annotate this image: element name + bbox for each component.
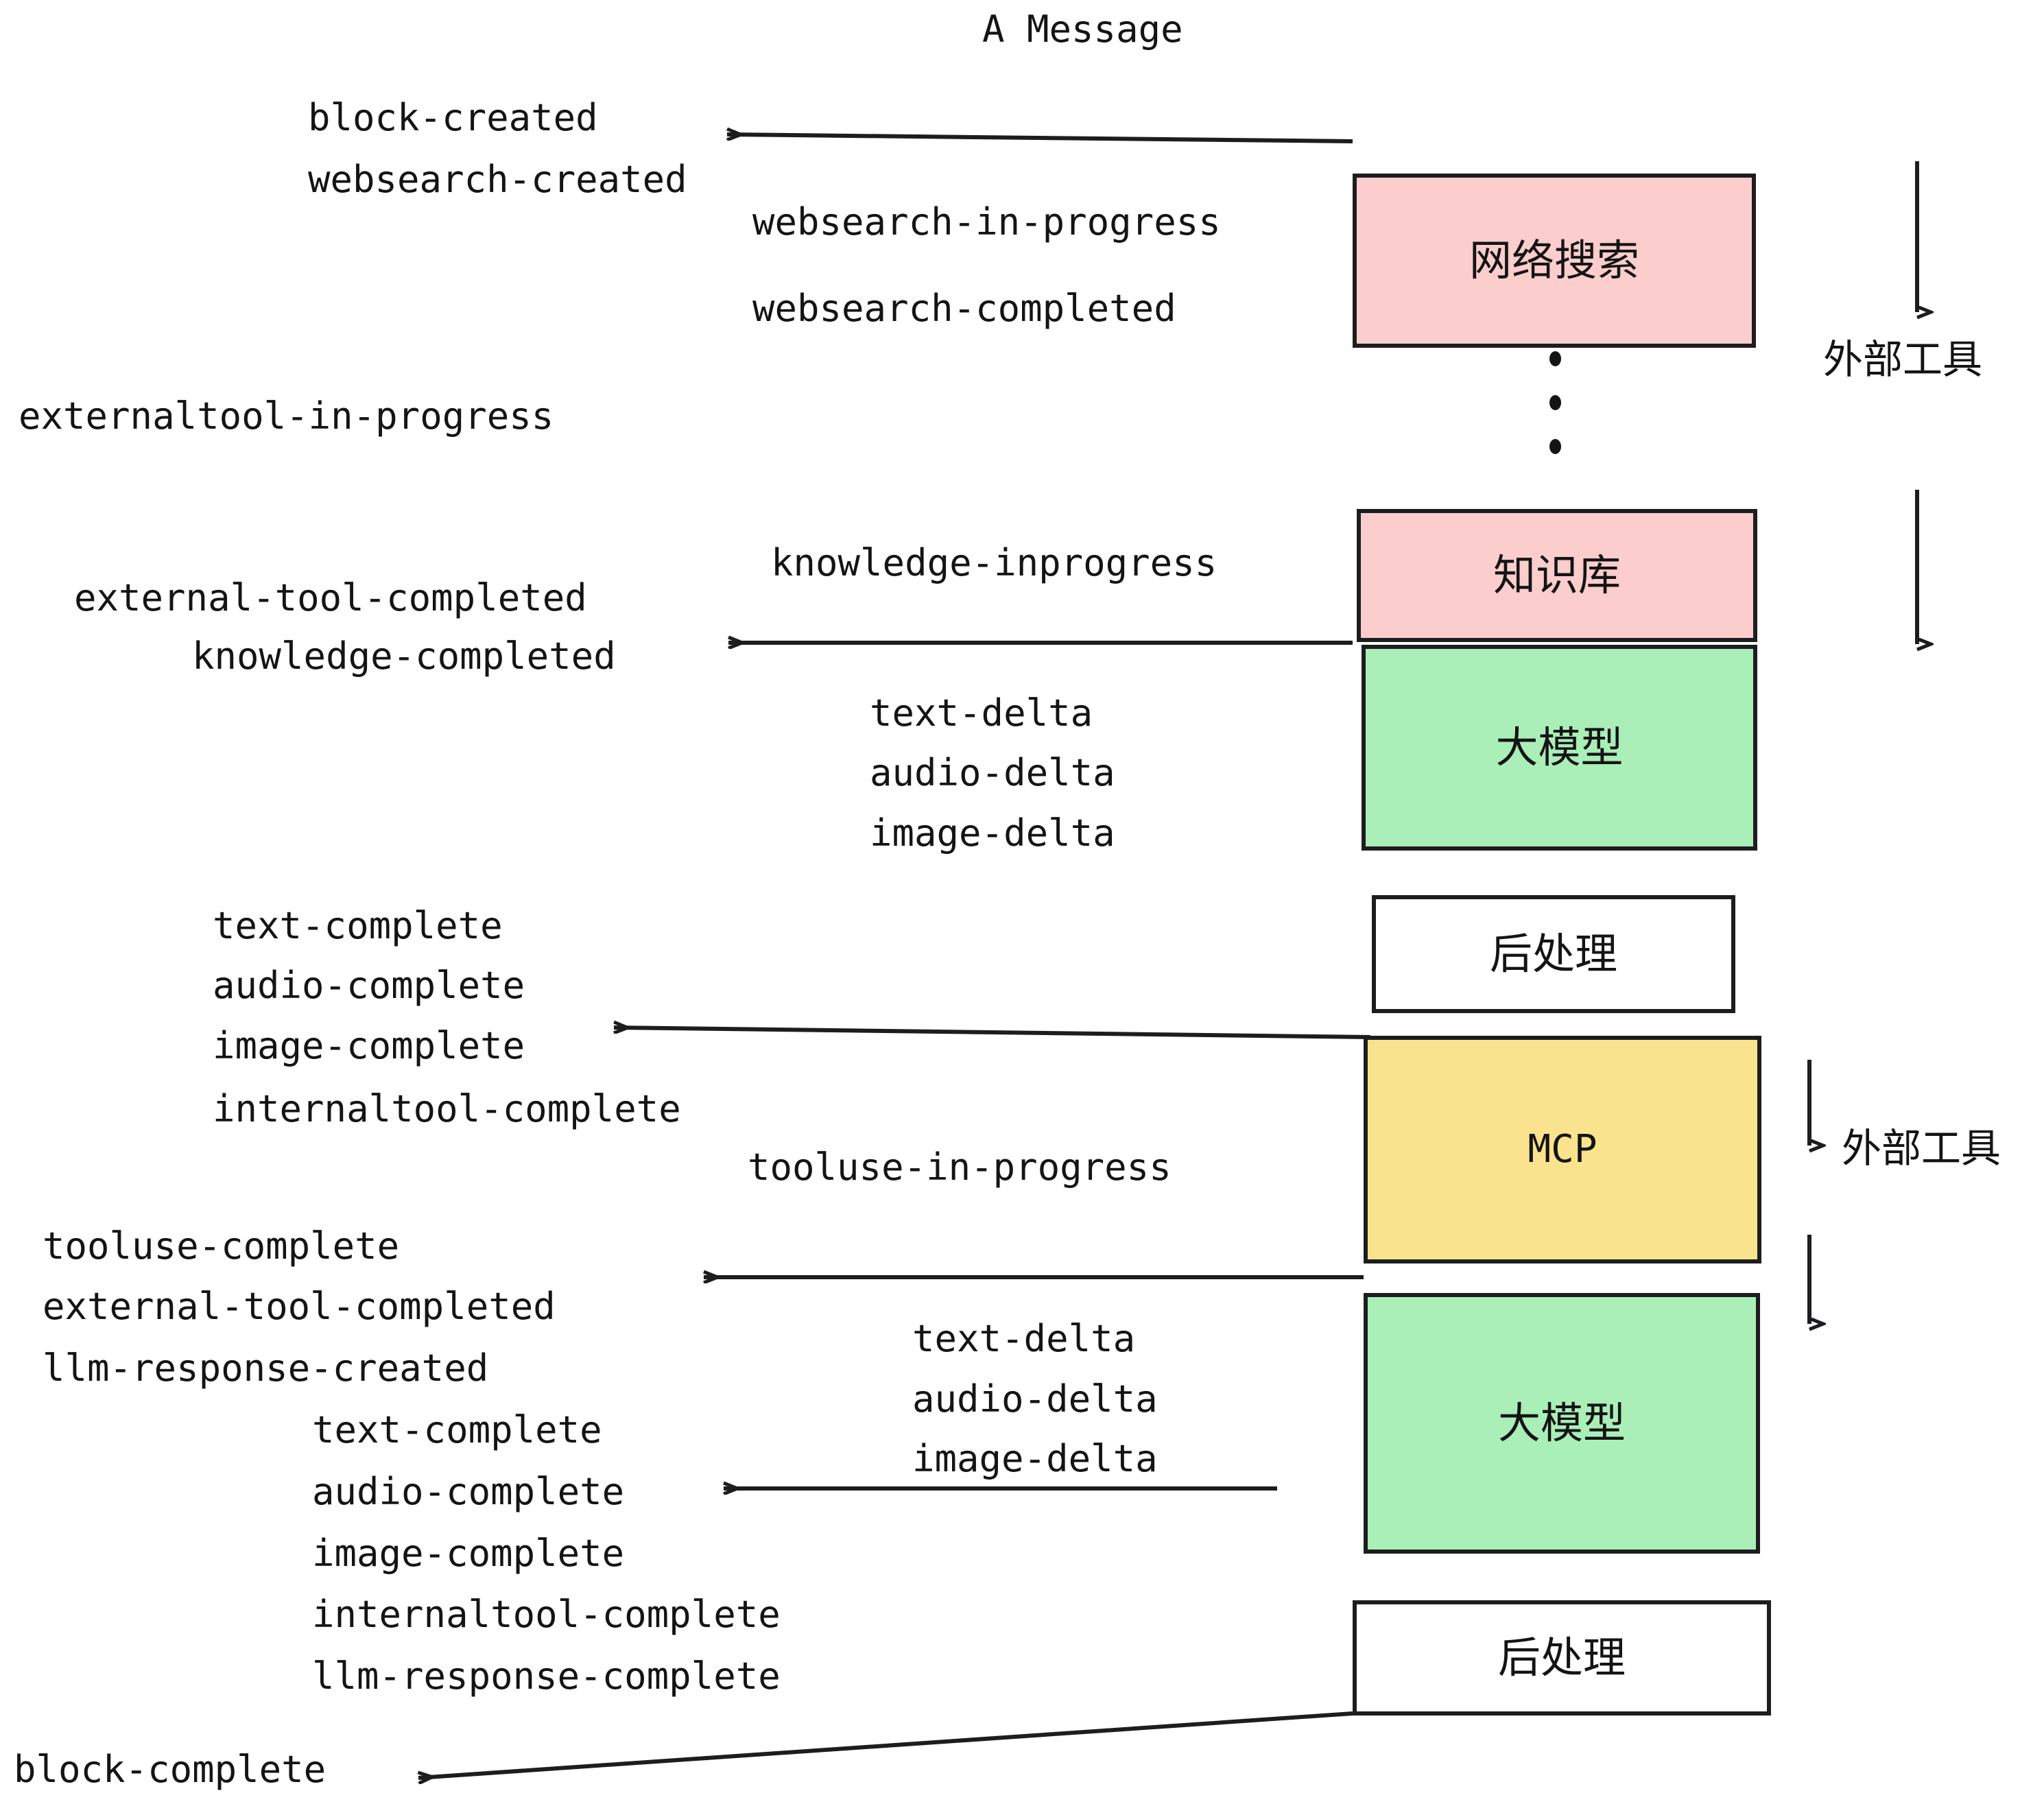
event-audio-delta-1: audio-delta <box>870 751 1115 794</box>
box-llm-1-label: 大模型 <box>1495 722 1624 772</box>
box-knowledge-label: 知识库 <box>1493 550 1621 600</box>
event-image-complete-1: image-complete <box>213 1024 525 1067</box>
box-postprocess-1[interactable]: 后处理 <box>1372 895 1735 1013</box>
event-external-tool-completed-1: external-tool-completed <box>74 576 587 619</box>
external-tool-label-bottom: 外部工具 <box>1842 1125 2001 1172</box>
box-postprocess-2-label: 后处理 <box>1497 1633 1626 1683</box>
event-audio-complete-2: audio-complete <box>312 1470 625 1513</box>
event-websearch-completed: websearch-completed <box>752 287 1176 330</box>
external-tool-label-top: 外部工具 <box>1823 336 1983 383</box>
box-llm-2-label: 大模型 <box>1497 1398 1626 1448</box>
event-image-complete-2: image-complete <box>312 1532 625 1575</box>
event-websearch-created: websearch-created <box>308 158 687 201</box>
page-title: A Message <box>982 8 1183 51</box>
event-audio-complete-1: audio-complete <box>213 964 525 1007</box>
event-internaltool-complete-2: internaltool-complete <box>312 1593 781 1636</box>
event-knowledge-completed: knowledge-completed <box>192 634 616 678</box>
event-websearch-in-progress: websearch-in-progress <box>752 200 1221 244</box>
ellipsis-dot <box>1549 351 1561 366</box>
event-knowledge-inprogress: knowledge-inprogress <box>771 541 1217 584</box>
event-llm-response-created: llm-response-created <box>43 1346 489 1390</box>
event-text-delta-2: text-delta <box>912 1317 1136 1360</box>
event-text-complete-2: text-complete <box>312 1408 602 1451</box>
box-postprocess-2[interactable]: 后处理 <box>1353 1600 1771 1716</box>
event-tooluse-complete: tooluse-complete <box>43 1224 400 1268</box>
event-tooluse-in-progress: tooluse-in-progress <box>748 1146 1172 1189</box>
arrow-websearch-to-left <box>727 134 1353 143</box>
box-llm-2[interactable]: 大模型 <box>1364 1293 1760 1554</box>
event-external-tool-completed-2: external-tool-completed <box>43 1285 556 1328</box>
box-mcp[interactable]: MCP <box>1364 1036 1761 1263</box>
event-externaltool-in-progress: externaltool-in-progress <box>19 394 554 438</box>
vertical-ellipsis <box>1548 351 1562 454</box>
event-internaltool-complete-1: internaltool-complete <box>213 1087 681 1130</box>
event-image-delta-1: image-delta <box>870 811 1115 855</box>
arrow-postprocess1-to-left <box>614 1028 1371 1039</box>
event-block-complete: block-complete <box>14 1748 326 1791</box>
box-llm-1[interactable]: 大模型 <box>1362 645 1757 851</box>
arrow-postprocess2-to-left <box>418 1711 1353 1778</box>
box-knowledge[interactable]: 知识库 <box>1357 509 1757 642</box>
ellipsis-dot <box>1549 395 1561 410</box>
box-mcp-label: MCP <box>1528 1127 1597 1172</box>
box-postprocess-1-label: 后处理 <box>1489 929 1617 979</box>
event-text-delta-1: text-delta <box>870 691 1093 735</box>
event-block-created: block-created <box>308 96 598 139</box>
ellipsis-dot <box>1549 439 1561 454</box>
box-websearch-label: 网络搜索 <box>1469 235 1639 285</box>
event-text-complete-1: text-complete <box>213 904 503 947</box>
box-websearch[interactable]: 网络搜索 <box>1353 174 1756 348</box>
event-image-delta-2: image-delta <box>912 1437 1158 1480</box>
event-llm-response-complete: llm-response-complete <box>312 1654 781 1698</box>
event-audio-delta-2: audio-delta <box>912 1377 1158 1421</box>
